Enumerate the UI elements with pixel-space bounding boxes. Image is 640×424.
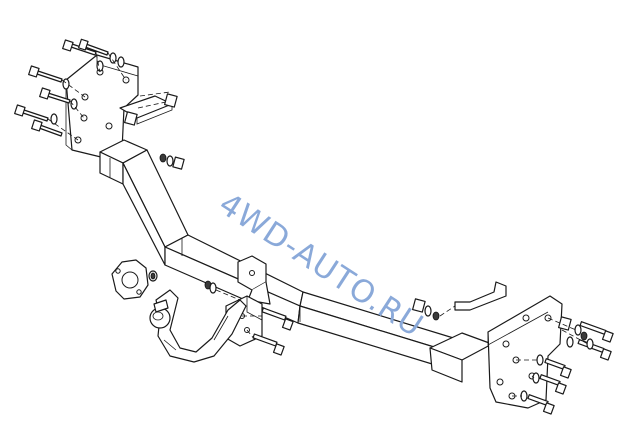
main-cross-beam xyxy=(99,139,493,383)
bolt xyxy=(579,321,614,343)
center-bolts xyxy=(204,280,294,356)
bolt xyxy=(527,394,555,415)
bolt xyxy=(544,358,572,379)
bolt xyxy=(39,87,71,104)
bolt xyxy=(78,38,109,56)
left-bolts xyxy=(14,38,176,141)
bolt xyxy=(539,374,567,395)
bolt xyxy=(14,104,49,122)
socket-plate xyxy=(111,259,158,300)
bolt xyxy=(577,339,612,361)
left-nuts xyxy=(124,93,185,170)
right-nuts xyxy=(412,298,456,321)
tow-ball-arm xyxy=(149,289,247,363)
bolt xyxy=(28,65,63,83)
right-bolts xyxy=(512,316,614,415)
bolt xyxy=(31,119,63,137)
